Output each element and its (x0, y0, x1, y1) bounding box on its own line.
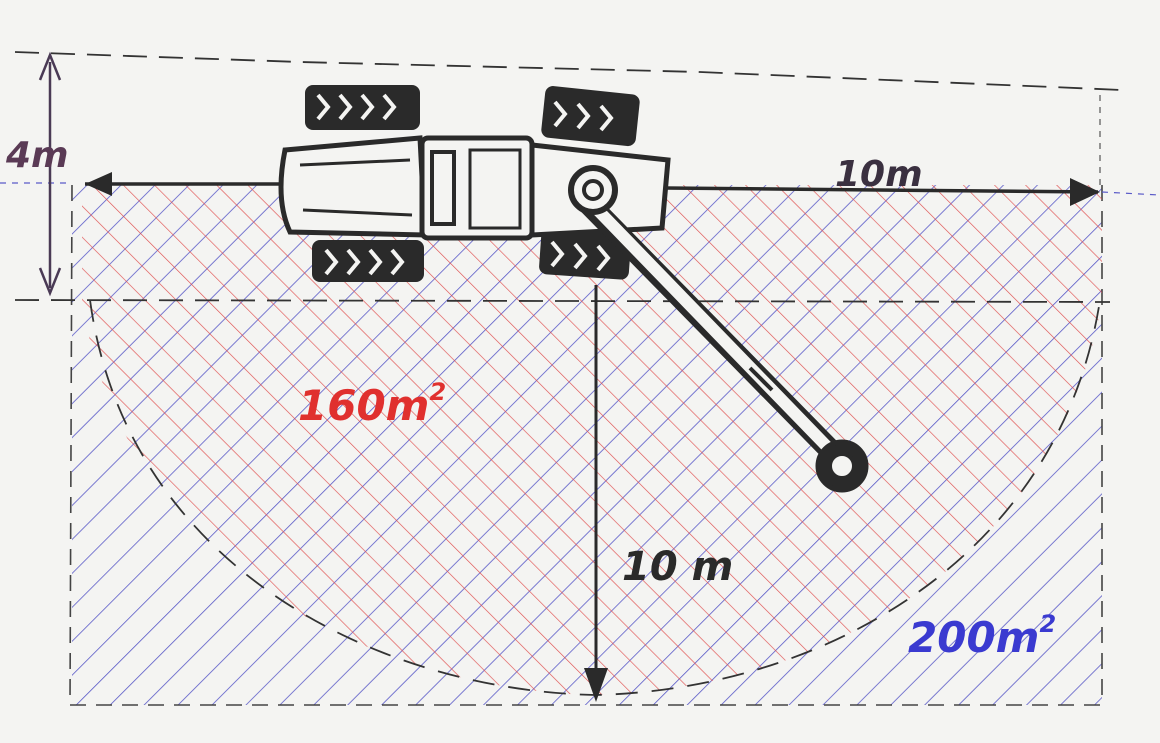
dashed-guide-lines (0, 51, 1160, 303)
width-dimension-arrow (85, 172, 1100, 206)
depth-label: 4m (5, 135, 69, 176)
outer-area-label: 200m2 (908, 610, 1056, 662)
tractor-icon (278, 85, 869, 493)
tractor-wheel-icon (305, 85, 640, 282)
reach-dimension-arrow (584, 285, 608, 702)
reach-label: 10 m (622, 544, 733, 590)
crane-boom (568, 165, 869, 493)
width-label: 10m (835, 154, 923, 195)
inner-area-label: 160m2 (298, 378, 446, 430)
depth-dimension-arrow (38, 51, 62, 297)
